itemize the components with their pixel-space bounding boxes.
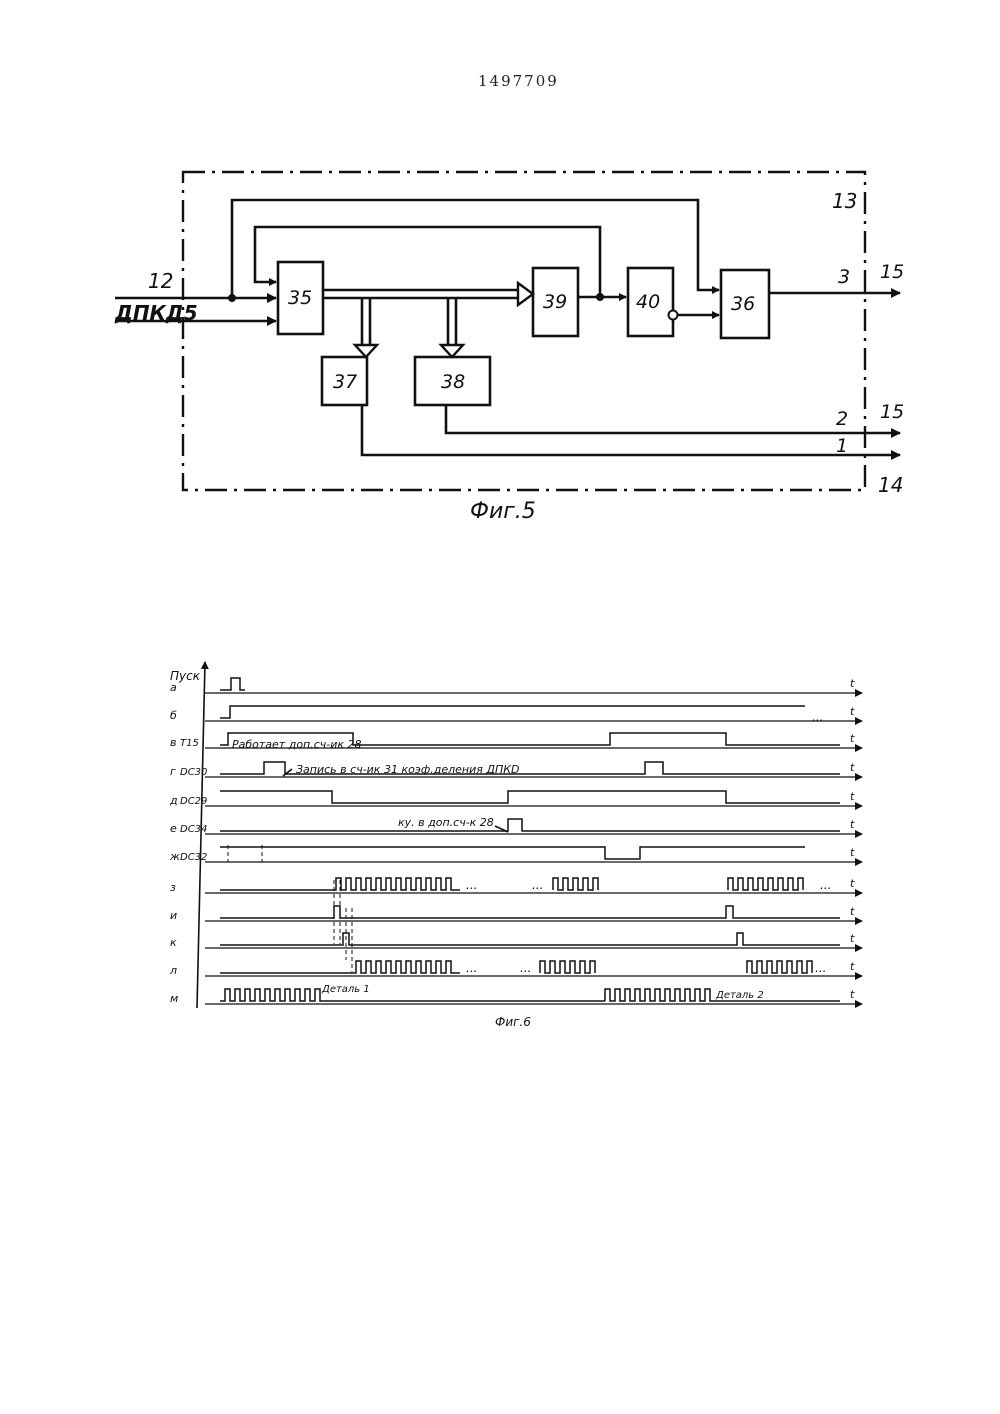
t-label-2: t — [850, 732, 855, 745]
frame-label-14: 14 — [878, 473, 903, 497]
note-work: Работает доп.сч-ик 28 — [232, 738, 362, 751]
junction-39 — [596, 293, 604, 301]
input-label-12: 12 — [148, 269, 173, 293]
detal-2-label: Деталь 2 — [715, 990, 764, 1001]
wave-l-train-1 — [220, 961, 460, 973]
wire-out-1 — [362, 405, 900, 455]
t-label-4: t — [850, 790, 855, 803]
out-2-dest: 15 — [880, 401, 904, 423]
out-1-num: 1 — [836, 435, 848, 457]
row-letter-2: в — [170, 736, 176, 749]
fig6-timing-diagram: Пуск абвТ15гDC30дDC29еDC34жDC32зиклм ttt… — [169, 662, 862, 1029]
ellip-l-2: ... — [520, 961, 531, 975]
t-label-10: t — [850, 960, 855, 973]
row-name-2: Т15 — [180, 738, 199, 749]
wave-a — [220, 678, 245, 690]
row-letter-0: а — [170, 681, 177, 694]
timing-axis-vertical — [197, 662, 205, 1008]
wave-d — [220, 791, 840, 803]
wave-z-train-3 — [728, 878, 803, 890]
ellip-z-3: ... — [820, 878, 831, 892]
t-label-7: t — [850, 877, 855, 890]
ellip-l-3: ... — [815, 961, 826, 975]
wave-m-train-1 — [220, 989, 605, 1001]
row-name-6: DC32 — [180, 852, 207, 863]
wave-z-train-2 — [553, 878, 598, 890]
block-37-label: 37 — [333, 371, 357, 393]
frame-label-13: 13 — [832, 189, 857, 213]
block-38-label: 38 — [441, 371, 465, 393]
t-label-1: t — [850, 705, 855, 718]
detal-1-label: Деталь 1 — [321, 984, 370, 995]
row-letter-8: и — [170, 909, 177, 922]
wave-l-train-3 — [747, 961, 812, 973]
bus-35-39-arrow — [518, 283, 533, 305]
wave-e — [220, 819, 840, 831]
ellip-z-2: ... — [532, 878, 543, 892]
note-ku: ку. в доп.сч-к 28 — [398, 816, 494, 829]
ellip-b: ... — [812, 710, 823, 724]
row-name-4: DC29 — [180, 796, 207, 807]
t-label-6: t — [850, 846, 855, 859]
ellip-z-1: ... — [466, 878, 477, 892]
fig5-block-diagram: 13 14 12 ДПКД5 35 39 40 36 37 38 — [114, 172, 904, 524]
row-letter-7: з — [170, 881, 176, 894]
row-letter-3: г — [170, 765, 176, 778]
out-3-dest: 15 — [880, 261, 904, 283]
block-35-label: 35 — [288, 287, 312, 309]
row-name-3: DC30 — [180, 767, 207, 778]
block-39-label: 39 — [543, 291, 567, 313]
row-letter-1: б — [170, 709, 177, 722]
bus-tap-38-arrow — [441, 345, 463, 357]
t-label-9: t — [850, 932, 855, 945]
t-label-8: t — [850, 905, 855, 918]
ellip-l-1: ... — [466, 961, 477, 975]
row-letter-11: м — [170, 992, 178, 1005]
bus-tap-37-arrow — [355, 345, 377, 357]
out-3-num: 3 — [838, 266, 850, 288]
block-36-label: 36 — [731, 293, 755, 315]
t-label-5: t — [850, 818, 855, 831]
row-letter-4: д — [169, 794, 178, 807]
row-letter-9: к — [170, 936, 177, 949]
inverter-bubble-40 — [669, 311, 678, 320]
fig6-caption: Фиг.6 — [495, 1015, 531, 1029]
t-label-0: t — [850, 677, 855, 690]
fig5-caption: Фиг.5 — [470, 499, 536, 524]
t-label-3: t — [850, 761, 855, 774]
t-label-11: t — [850, 988, 855, 1001]
wave-b — [220, 706, 805, 718]
wire-out-2 — [446, 405, 900, 433]
row-letter-5: е — [170, 822, 177, 835]
wave-k — [220, 933, 840, 945]
row-name-5: DC34 — [180, 824, 207, 835]
note-write: Запись в сч-ик 31 коэф.деления ДПКD — [296, 763, 520, 776]
wave-l-train-2 — [540, 961, 595, 973]
row-letter-10: л — [169, 964, 177, 977]
row-letter-6: ж — [169, 850, 180, 863]
out-2-num: 2 — [836, 408, 848, 430]
block-40-label: 40 — [636, 291, 660, 313]
wave-zh — [220, 847, 805, 859]
wave-i — [220, 906, 840, 918]
